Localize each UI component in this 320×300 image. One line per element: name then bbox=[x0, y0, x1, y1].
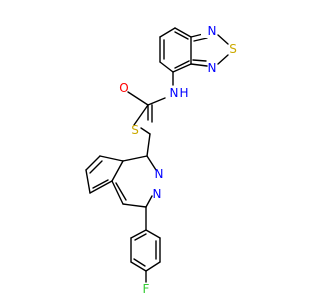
bond-lines bbox=[85, 27, 229, 283]
atom-n-thiadiazole-top: N bbox=[208, 24, 217, 38]
atom-n-amide: N bbox=[170, 86, 179, 100]
atom-f-fluoro: F bbox=[143, 282, 150, 296]
atom-n-thiadiazole-bottom: N bbox=[208, 61, 217, 75]
atom-o-carbonyl: O bbox=[119, 81, 128, 95]
atom-labels: N S N N H O S N N F bbox=[119, 24, 237, 296]
atom-n-phthalazine-top: N bbox=[155, 167, 164, 181]
atom-s-thiadiazole: S bbox=[229, 42, 237, 56]
atom-h-amide: H bbox=[179, 86, 188, 100]
molecule-structure: N S N N H O S N N F bbox=[85, 24, 237, 296]
atom-s-thioether: S bbox=[131, 123, 139, 137]
atom-n-phthalazine-bottom: N bbox=[153, 187, 162, 201]
